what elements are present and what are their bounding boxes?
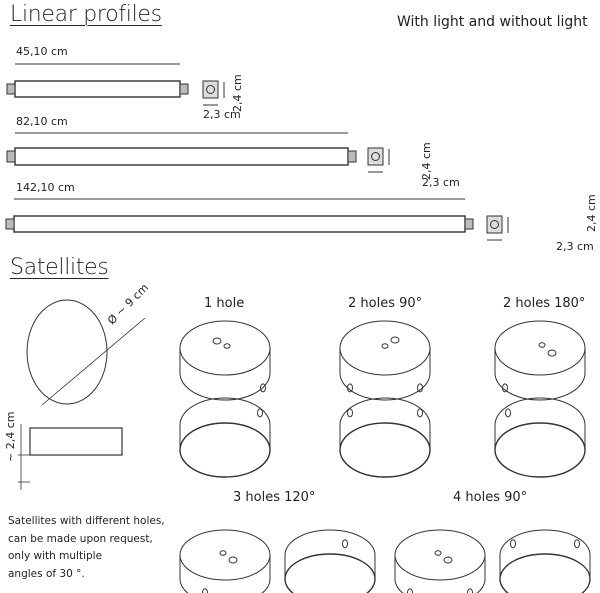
satellite-rim — [179, 397, 271, 450]
linear-profiles-title: Linear profiles — [10, 2, 162, 27]
variant-label-4-holes-90: 4 holes 90° — [453, 490, 528, 505]
hole-icon — [219, 550, 227, 556]
satellite-body — [179, 348, 271, 401]
profile-cross-section-icon — [202, 80, 219, 99]
hole-icon — [228, 556, 238, 564]
profile-bar — [14, 147, 349, 166]
hole-icon — [212, 337, 222, 345]
side-hole-icon — [257, 408, 263, 418]
side-hole-icon — [202, 588, 208, 593]
hole-icon — [434, 550, 442, 556]
satellite-opening — [339, 422, 431, 478]
end-cap-right — [179, 83, 189, 95]
satellite-opening — [179, 422, 271, 478]
hole-icon — [381, 343, 389, 349]
hole-icon — [390, 336, 400, 344]
satellite-opening — [494, 422, 586, 478]
satellite-rim — [284, 529, 376, 579]
satellite-lid — [179, 529, 271, 581]
satellites-note: Satellites with different holes, can be … — [8, 513, 165, 583]
side-hole-icon — [574, 539, 580, 549]
end-cap-right — [464, 218, 474, 230]
side-hole-icon — [505, 408, 511, 418]
satellite-body — [494, 348, 586, 401]
satellite-opening — [284, 553, 376, 593]
diameter-line — [41, 317, 146, 406]
hole-icon — [538, 342, 546, 348]
satellite-height: ~ 2,4 cm — [4, 411, 17, 462]
end-cap-right — [347, 150, 357, 163]
side-hole-icon — [417, 408, 423, 418]
profile-bar — [14, 80, 181, 98]
cross-section-detail — [490, 220, 499, 229]
satellite-rim — [494, 397, 586, 450]
side-hole-icon — [260, 383, 266, 393]
side-hole-icon — [417, 383, 423, 393]
variant-label-3-holes-120: 3 holes 120° — [233, 490, 316, 505]
satellite-rim — [499, 529, 591, 579]
side-hole-icon — [467, 588, 473, 593]
satellite-lid — [339, 320, 431, 376]
profile-bar — [13, 215, 466, 233]
satellite-side-view — [29, 427, 123, 456]
side-hole-icon — [347, 408, 353, 418]
hole-icon — [443, 556, 453, 564]
side-hole-icon — [342, 539, 348, 549]
linear-profiles-subtitle: With light and without light — [397, 14, 588, 30]
profile-2-height: 2,4 cm — [420, 142, 433, 180]
hole-icon — [547, 349, 557, 357]
satellite-body — [394, 555, 486, 593]
note-line: angles of 30 °. — [8, 567, 85, 580]
profile-2-width: 2,3 cm — [422, 176, 460, 189]
satellite-top-view — [26, 299, 108, 405]
end-cap-left — [6, 83, 16, 95]
satellite-lid — [494, 320, 586, 376]
satellite-lid — [179, 320, 271, 376]
side-hole-icon — [510, 539, 516, 549]
variant-label-2-holes-90: 2 holes 90° — [348, 296, 423, 311]
satellite-rim — [339, 397, 431, 450]
end-cap-left — [5, 218, 15, 230]
cross-section-detail — [206, 85, 215, 94]
satellite-lid — [394, 529, 486, 581]
satellites-title: Satellites — [10, 255, 109, 280]
profile-1-width: 2,3 cm — [203, 108, 241, 121]
profile-cross-section-icon — [486, 215, 503, 234]
side-hole-icon — [347, 383, 353, 393]
profile-3-height: 2,4 cm — [585, 194, 598, 232]
satellite-opening — [499, 553, 591, 593]
note-line: can be made upon request, — [8, 532, 153, 545]
profile-3-length: 142,10 cm — [16, 181, 75, 194]
side-hole-icon — [502, 383, 508, 393]
variant-label-1-hole: 1 hole — [204, 296, 245, 311]
profile-cross-section-icon — [367, 147, 384, 166]
note-line: Satellites with different holes, — [8, 515, 165, 527]
cross-section-detail — [371, 152, 380, 161]
profile-2-length: 82,10 cm — [16, 115, 68, 128]
variant-label-2-holes-180: 2 holes 180° — [503, 296, 586, 311]
hole-icon — [223, 343, 231, 349]
side-hole-icon — [407, 588, 413, 593]
satellite-body — [339, 348, 431, 401]
profile-1-height: 2,4 cm — [231, 74, 244, 112]
profile-1-length: 45,10 cm — [16, 45, 68, 58]
satellite-body — [179, 555, 271, 593]
note-line: only with multiple — [8, 550, 103, 562]
end-cap-left — [6, 150, 16, 163]
profile-3-width: 2,3 cm — [556, 240, 594, 253]
